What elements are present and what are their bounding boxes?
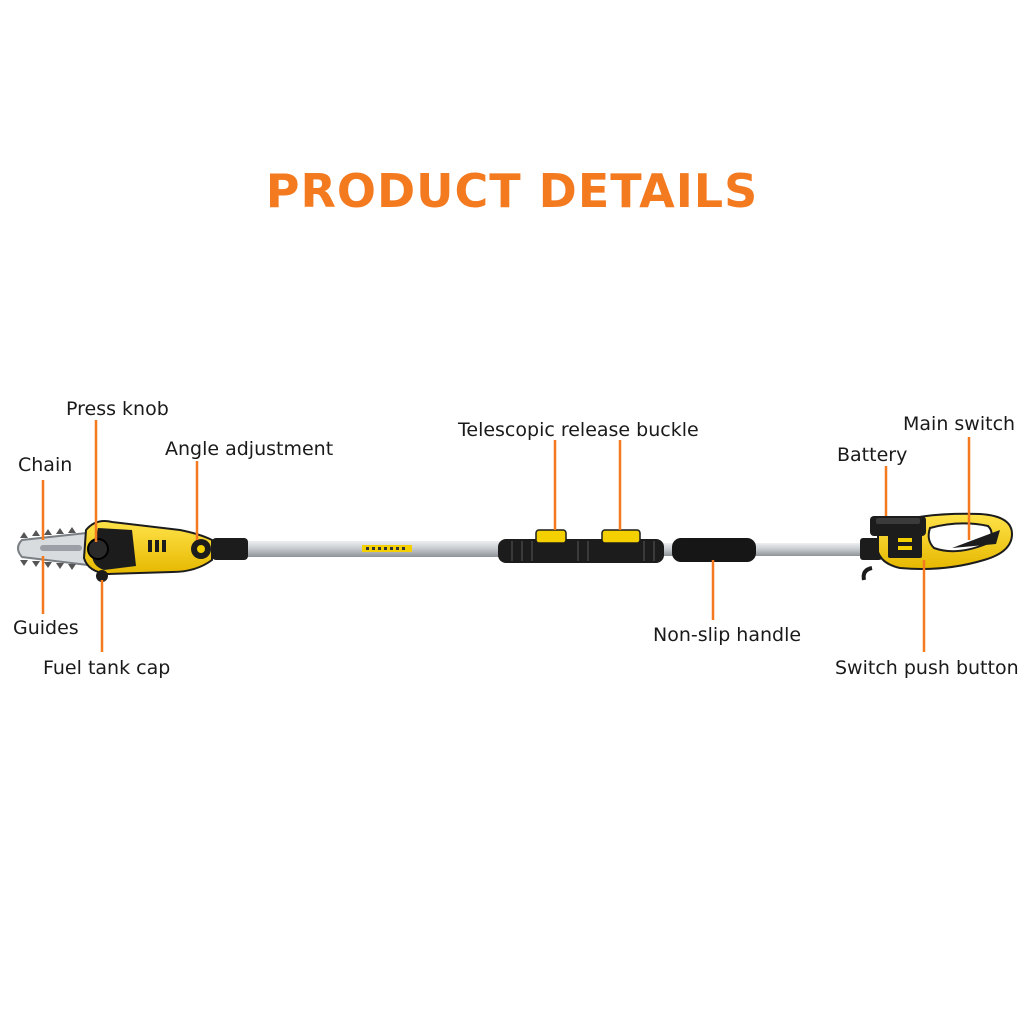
saw-head — [17, 520, 248, 582]
label-chain: Chain — [18, 454, 73, 476]
page-title: PRODUCT DETAILS — [265, 164, 759, 218]
label-main-switch: Main switch — [903, 413, 1016, 435]
non-slip-handle-grip — [672, 538, 756, 562]
leader-lines — [41, 420, 971, 652]
label-angle-adjustment: Angle adjustment — [165, 438, 334, 460]
label-guides: Guides — [13, 617, 79, 639]
label-press-knob: Press knob — [66, 398, 169, 420]
label-fuel-tank-cap: Fuel tank cap — [43, 657, 171, 679]
label-telescopic-release-buckle: Telescopic release buckle — [458, 419, 699, 441]
telescopic-section — [498, 529, 664, 563]
label-non-slip-handle: Non-slip handle — [653, 624, 802, 646]
label-switch-push-button: Switch push button — [835, 657, 1019, 679]
rear-handle — [860, 512, 1014, 581]
label-battery: Battery — [837, 444, 908, 466]
